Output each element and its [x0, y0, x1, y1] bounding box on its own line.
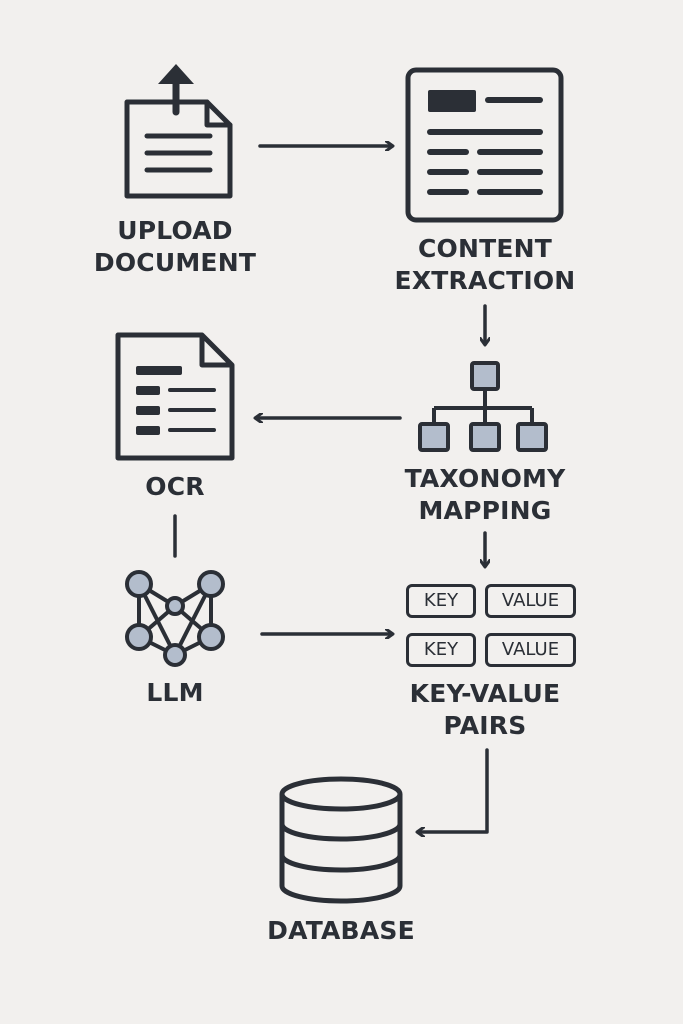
key-box: KEY — [406, 584, 476, 618]
database-icon — [279, 776, 403, 904]
database-label: DATABASE — [231, 915, 451, 947]
llm-network-icon — [125, 570, 225, 667]
label-line: KEY-VALUE — [409, 679, 561, 708]
content-extraction-label: CONTENT EXTRACTION — [375, 233, 595, 297]
arrow-kv-to-database — [418, 748, 489, 832]
label-line: UPLOAD — [117, 216, 233, 245]
label-line: TAXONOMY — [404, 464, 566, 493]
key-value-pairs-label: KEY-VALUE PAIRS — [375, 678, 595, 742]
taxonomy-mapping-label: TAXONOMY MAPPING — [375, 463, 595, 527]
label-line: DATABASE — [267, 916, 415, 945]
upload-document-icon — [124, 76, 233, 199]
label-line: MAPPING — [418, 496, 552, 525]
ocr-label: OCR — [110, 471, 240, 503]
label-line: OCR — [145, 472, 205, 501]
value-box: VALUE — [485, 584, 576, 618]
llm-label: LLM — [110, 677, 240, 709]
upload-document-label: UPLOAD DOCUMENT — [60, 215, 290, 279]
upload-arrow-icon — [158, 64, 194, 84]
label-line: EXTRACTION — [394, 266, 576, 295]
ocr-document-icon — [115, 332, 235, 461]
taxonomy-hierarchy-icon — [418, 361, 548, 452]
label-line: CONTENT — [417, 234, 553, 263]
label-line: LLM — [146, 678, 204, 707]
label-line: DOCUMENT — [93, 248, 257, 277]
content-extraction-icon — [405, 67, 564, 223]
value-box: VALUE — [485, 633, 576, 667]
label-line: PAIRS — [443, 711, 527, 740]
key-box: KEY — [406, 633, 476, 667]
